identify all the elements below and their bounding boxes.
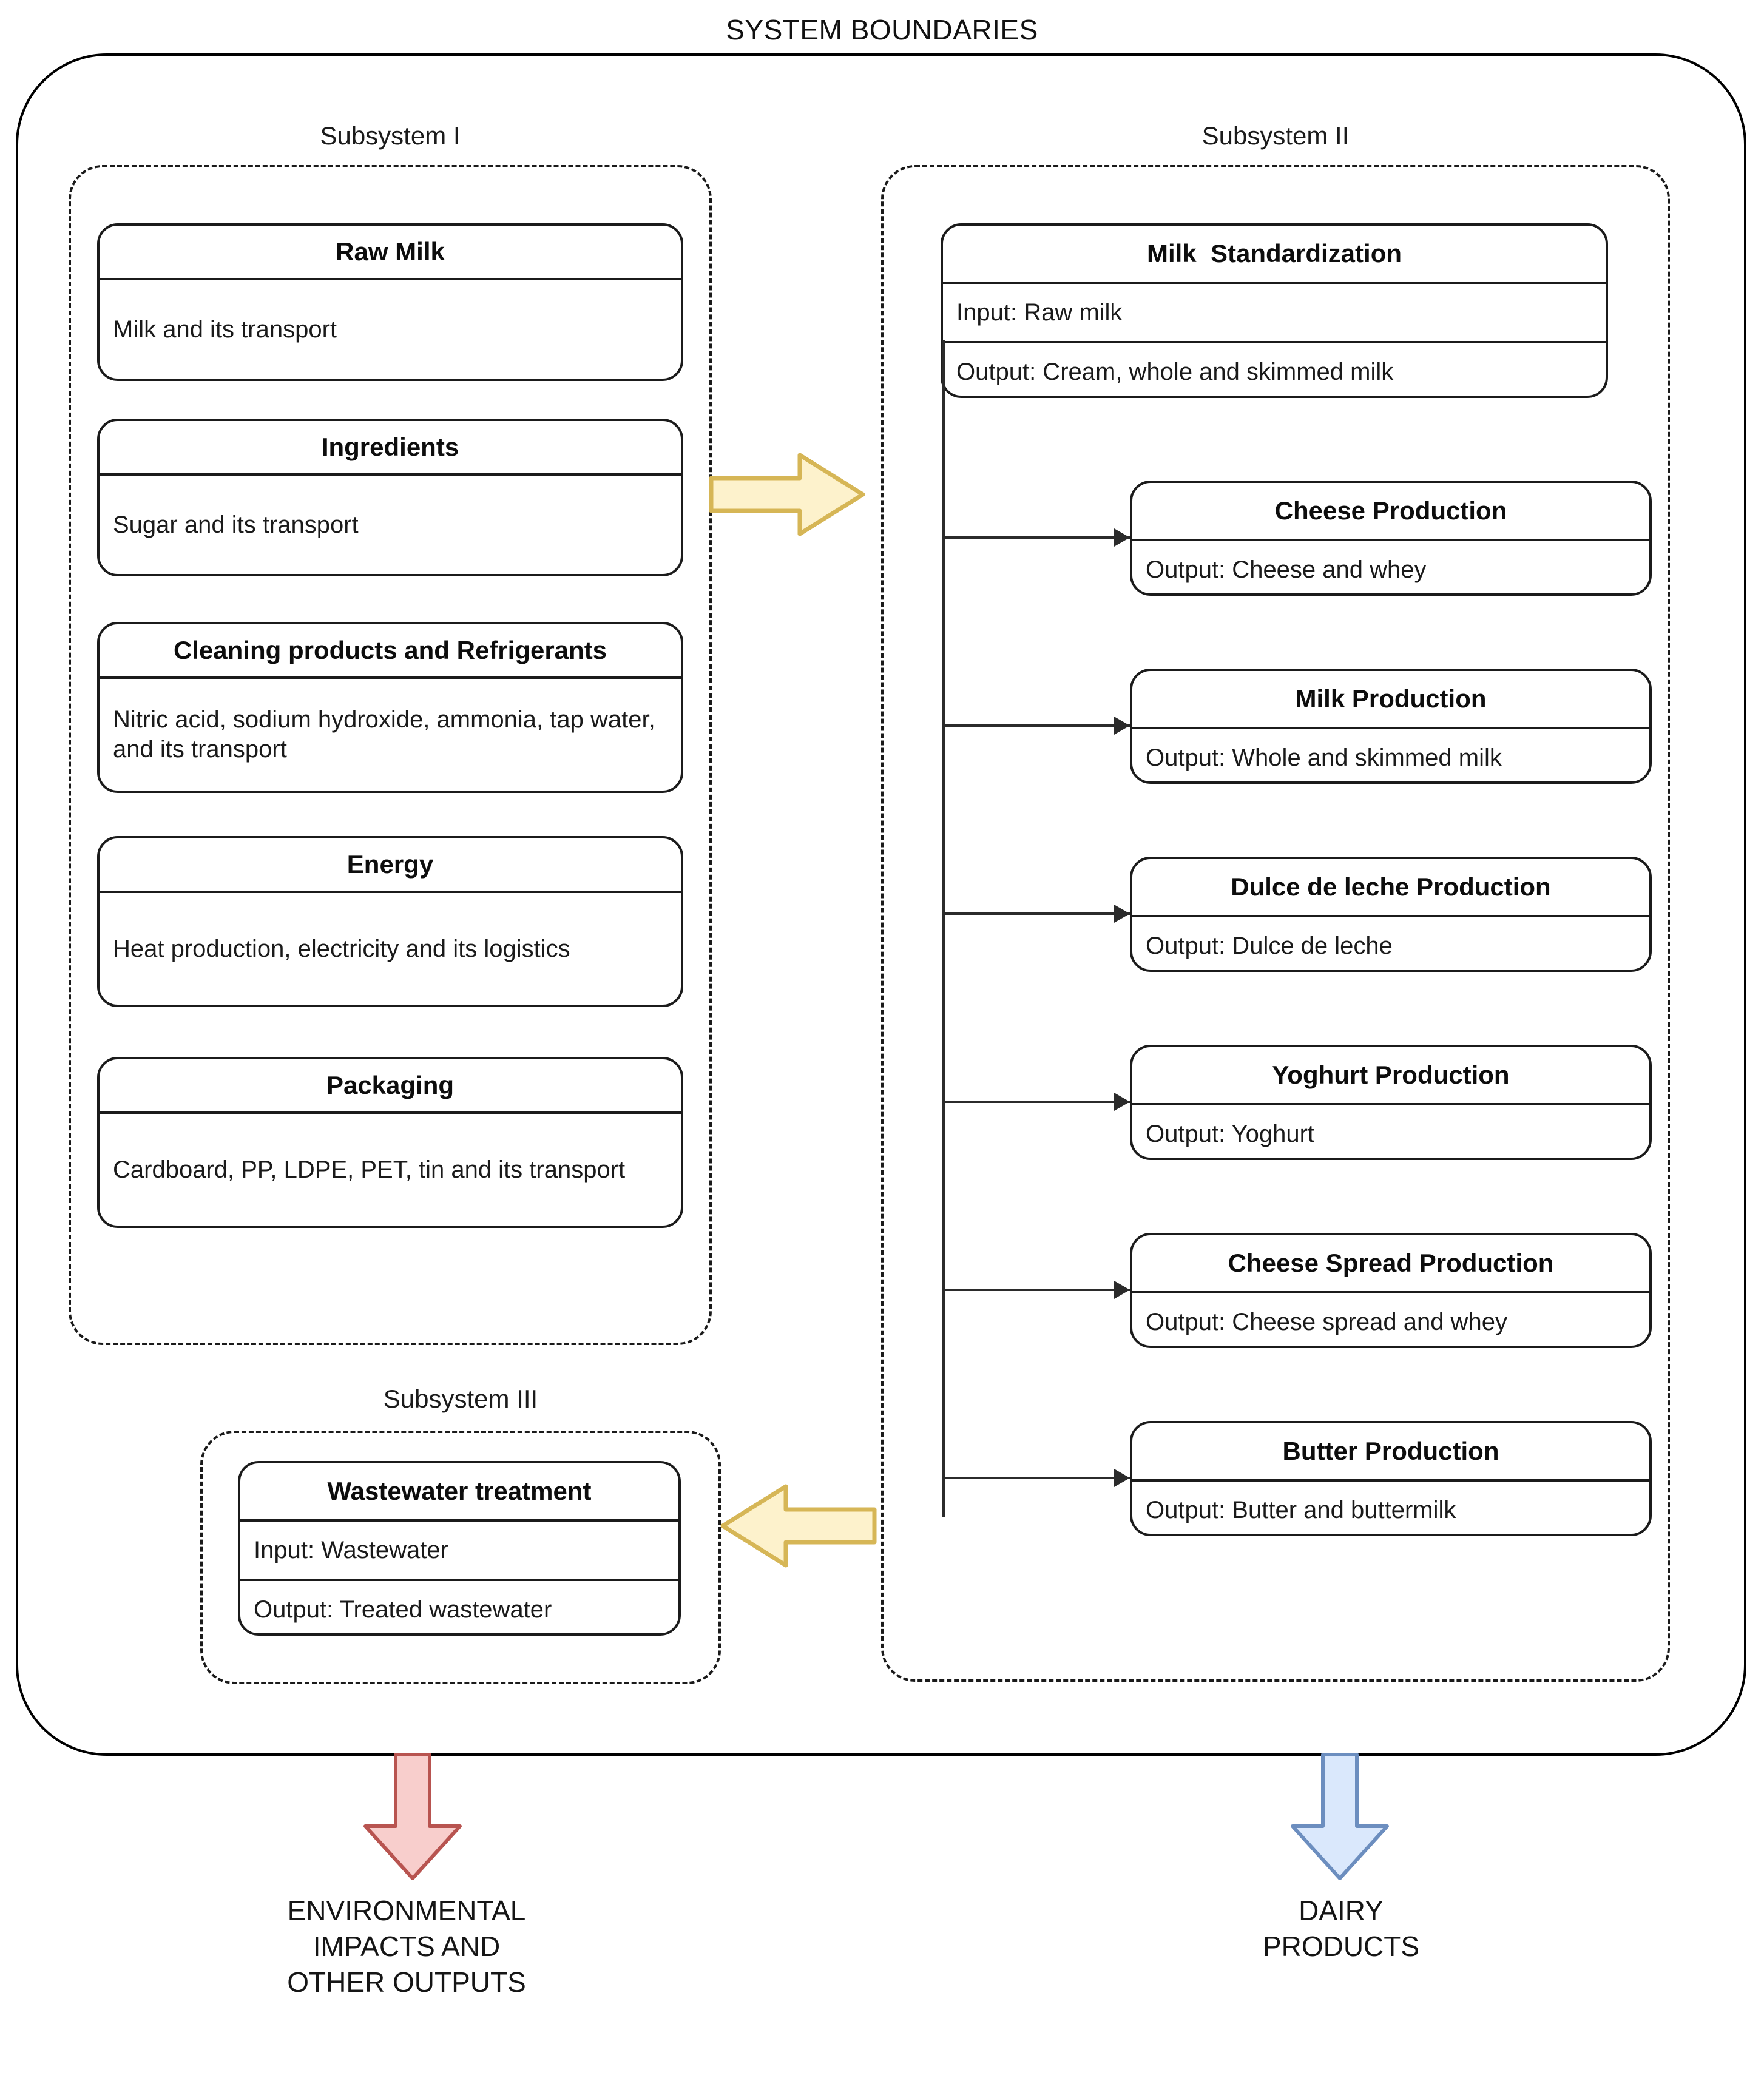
arrowhead-yoghurt-production bbox=[1114, 1093, 1130, 1111]
card-butter-production[interactable]: Butter Production Output: Butter and but… bbox=[1130, 1421, 1652, 1536]
connector-to-cheese-production bbox=[942, 536, 1130, 539]
flow-arrow-environmental-impacts bbox=[358, 1753, 467, 1881]
card-raw-milk-title: Raw Milk bbox=[336, 237, 445, 266]
subsystem-three-label: Subsystem III bbox=[383, 1385, 538, 1413]
card-wastewater-treatment[interactable]: Wastewater treatment Input: Wastewater O… bbox=[238, 1461, 681, 1636]
connector-to-cheese-spread-production bbox=[942, 1289, 1130, 1291]
flow-arrow-inputs-to-processing bbox=[709, 449, 867, 540]
arrowhead-butter-production bbox=[1114, 1469, 1130, 1487]
arrowhead-milk-production bbox=[1114, 717, 1130, 735]
card-ingredients-body: Sugar and its transport bbox=[100, 473, 681, 574]
card-packaging[interactable]: Packaging Cardboard, PP, LDPE, PET, tin … bbox=[97, 1057, 683, 1228]
subsystem-two-label: Subsystem II bbox=[1201, 121, 1350, 150]
system-boundary-outline bbox=[16, 53, 1746, 1756]
connector-trunk bbox=[942, 340, 945, 1517]
card-cleaning-products-body: Nitric acid, sodium hydroxide, ammonia, … bbox=[100, 676, 681, 791]
card-raw-milk[interactable]: Raw Milk Milk and its transport bbox=[97, 223, 683, 381]
card-butter-production-output: Output: Butter and buttermilk bbox=[1132, 1479, 1649, 1534]
card-yoghurt-production-title: Yoghurt Production bbox=[1272, 1061, 1510, 1089]
card-milk-production-output: Output: Whole and skimmed milk bbox=[1132, 727, 1649, 781]
flow-arrow-dairy-products bbox=[1285, 1753, 1394, 1881]
card-cheese-production-output: Output: Cheese and whey bbox=[1132, 539, 1649, 593]
card-milk-production-title: Milk Production bbox=[1295, 684, 1487, 713]
card-cheese-production[interactable]: Cheese Production Output: Cheese and whe… bbox=[1130, 481, 1652, 596]
card-wastewater-treatment-title: Wastewater treatment bbox=[327, 1477, 592, 1505]
card-milk-standardization-title: Milk Standardization bbox=[1146, 239, 1402, 268]
card-energy[interactable]: Energy Heat production, electricity and … bbox=[97, 836, 683, 1007]
connector-to-dulce-production bbox=[942, 912, 1130, 915]
card-packaging-body: Cardboard, PP, LDPE, PET, tin and its tr… bbox=[100, 1111, 681, 1226]
subsystem-two-frame bbox=[881, 165, 1670, 1682]
card-ingredients-title: Ingredients bbox=[321, 433, 459, 461]
card-milk-standardization-input: Input: Raw milk bbox=[943, 282, 1606, 341]
subsystem-one-frame bbox=[69, 165, 712, 1345]
card-raw-milk-body: Milk and its transport bbox=[100, 278, 681, 379]
card-yoghurt-production-output: Output: Yoghurt bbox=[1132, 1103, 1649, 1158]
card-dulce-de-leche-production-output: Output: Dulce de leche bbox=[1132, 915, 1649, 970]
card-yoghurt-production[interactable]: Yoghurt Production Output: Yoghurt bbox=[1130, 1045, 1652, 1160]
arrowhead-dulce-production bbox=[1114, 905, 1130, 923]
card-milk-production[interactable]: Milk Production Output: Whole and skimme… bbox=[1130, 669, 1652, 784]
card-packaging-title: Packaging bbox=[326, 1071, 455, 1099]
dairy-products-label: DAIRY PRODUCTS bbox=[1262, 1895, 1420, 1962]
card-dulce-de-leche-production[interactable]: Dulce de leche Production Output: Dulce … bbox=[1130, 857, 1652, 972]
subsystem-one-label: Subsystem I bbox=[320, 121, 461, 150]
environmental-outputs-label: ENVIRONMENTAL IMPACTS AND OTHER OUTPUTS bbox=[287, 1895, 526, 1998]
card-cheese-spread-production[interactable]: Cheese Spread Production Output: Cheese … bbox=[1130, 1233, 1652, 1348]
connector-to-butter-production bbox=[942, 1477, 1130, 1479]
card-wastewater-treatment-output: Output: Treated wastewater bbox=[240, 1579, 678, 1633]
page-title: SYSTEM BOUNDARIES bbox=[726, 14, 1038, 46]
card-milk-standardization[interactable]: Milk Standardization Input: Raw milk Out… bbox=[941, 223, 1608, 398]
card-cleaning-products[interactable]: Cleaning products and Refrigerants Nitri… bbox=[97, 622, 683, 793]
arrowhead-cheese-production bbox=[1114, 528, 1130, 547]
card-wastewater-treatment-input: Input: Wastewater bbox=[240, 1519, 678, 1579]
card-ingredients[interactable]: Ingredients Sugar and its transport bbox=[97, 419, 683, 576]
card-cheese-production-title: Cheese Production bbox=[1274, 496, 1507, 525]
flow-arrow-wastewater-to-treatment bbox=[719, 1480, 877, 1571]
card-cleaning-products-title: Cleaning products and Refrigerants bbox=[173, 636, 607, 664]
card-milk-standardization-output: Output: Cream, whole and skimmed milk bbox=[943, 341, 1606, 396]
connector-to-milk-production bbox=[942, 724, 1130, 727]
connector-to-yoghurt-production bbox=[942, 1101, 1130, 1103]
card-energy-title: Energy bbox=[346, 850, 434, 879]
card-energy-body: Heat production, electricity and its log… bbox=[100, 891, 681, 1005]
card-cheese-spread-production-output: Output: Cheese spread and whey bbox=[1132, 1291, 1649, 1346]
card-dulce-de-leche-production-title: Dulce de leche Production bbox=[1231, 872, 1551, 901]
card-cheese-spread-production-title: Cheese Spread Production bbox=[1228, 1249, 1554, 1277]
arrowhead-cheese-spread-production bbox=[1114, 1281, 1130, 1299]
subsystem-three-frame bbox=[200, 1431, 721, 1684]
card-butter-production-title: Butter Production bbox=[1282, 1437, 1499, 1465]
